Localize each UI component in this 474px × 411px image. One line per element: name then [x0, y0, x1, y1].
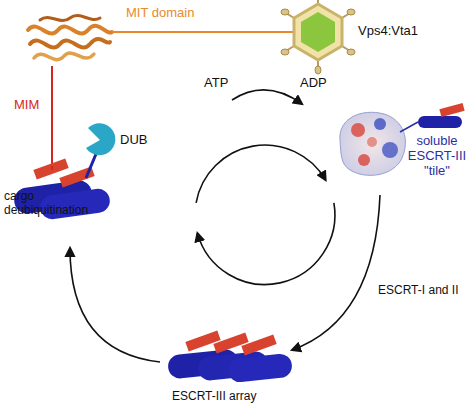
mit-helix-part — [40, 15, 100, 20]
tile-surface-part — [418, 116, 462, 128]
vps4-hexamer-part — [286, 0, 350, 68]
escrt-dub-complex-part — [86, 123, 115, 155]
motif-label: MIM — [14, 98, 39, 113]
escrt-dub-complex-part — [51, 166, 53, 170]
nucleotide-label: ATP — [204, 76, 228, 91]
vps4-hexamer-part — [301, 12, 335, 52]
tile-label: soluble ESCRT-III "tile" — [404, 134, 470, 179]
tile-surface-part — [367, 137, 377, 147]
array-label: ESCRT-III array — [172, 390, 256, 404]
step-label: cargo deubiquitination — [4, 190, 104, 218]
complex-label: Vps4:Vta1 — [358, 24, 418, 39]
mit-helix-part — [28, 26, 112, 34]
escrt-array-part — [241, 334, 276, 355]
vps4-hexamer-part — [281, 9, 355, 74]
nucleotide-label: ADP — [300, 76, 327, 91]
vps4-hexamer-part-part — [315, 66, 321, 74]
tile-surface-part — [374, 118, 386, 130]
enzyme-label: DUB — [120, 133, 147, 148]
tile-surface-part — [358, 154, 370, 166]
cycle-arcs-part — [197, 203, 334, 285]
disassembly-arrow — [70, 248, 160, 362]
tile-surface-part — [400, 122, 418, 132]
cycle-arcs-part — [196, 145, 326, 203]
domain-label: MIT domain — [126, 6, 194, 21]
vps4-hexamer — [281, 0, 355, 74]
escrt-array-part — [227, 353, 293, 384]
tile-surface-part — [340, 112, 406, 175]
atp-arrow — [232, 90, 302, 104]
mit-helix-part — [34, 53, 94, 60]
mit-helix — [28, 15, 112, 59]
vps4-hexamer-part-part — [347, 49, 355, 55]
tile-surface-part — [382, 142, 398, 158]
mit-line — [112, 31, 294, 33]
vps4-hexamer-part — [294, 4, 342, 60]
escrt-dub-complex-part — [86, 154, 96, 178]
escrt-dub-complex-part — [33, 158, 68, 179]
mit-helix-part — [30, 39, 110, 47]
vps4-hexamer-part-part — [281, 9, 289, 15]
tile-surface-part — [439, 103, 464, 117]
mim-line — [51, 66, 53, 166]
tile-surface-part — [351, 123, 365, 137]
assembly-arrow — [292, 195, 380, 350]
vps4-hexamer-part-part — [281, 49, 289, 55]
escrt-array — [167, 330, 293, 383]
vps4-hexamer-part-part — [347, 9, 355, 15]
step-label: ESCRT-I and II — [378, 284, 458, 298]
cycle-arcs — [196, 145, 335, 284]
